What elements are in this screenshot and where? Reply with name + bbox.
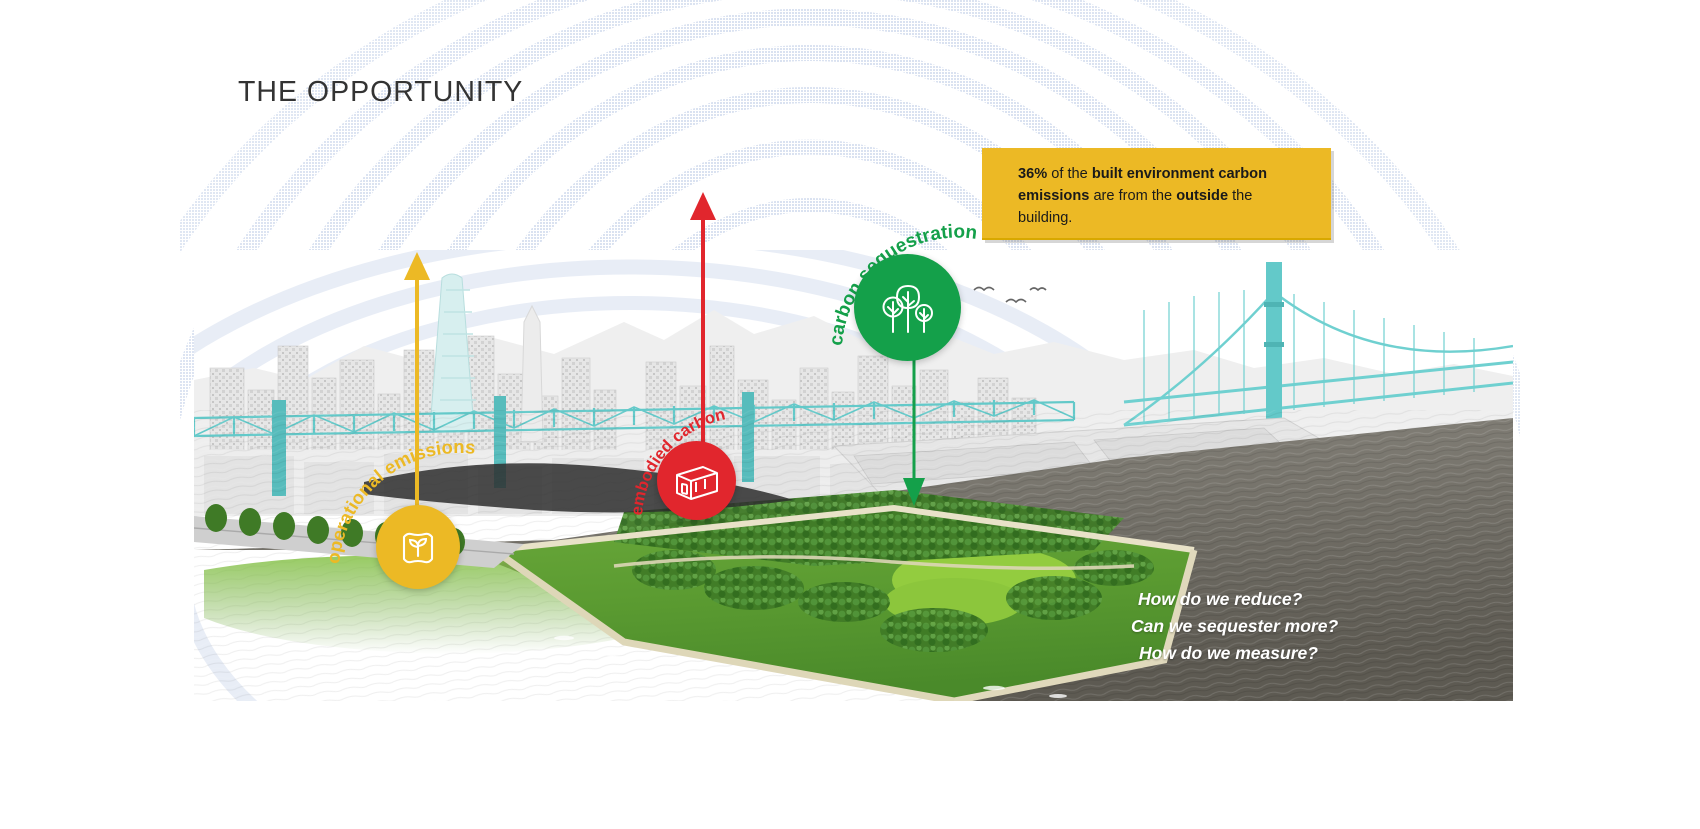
question-line-2: Can we sequester more? [1131,616,1339,636]
badge-operational-emissions[interactable]: operational emissions [322,250,560,620]
callout-seg-4: outside [1176,188,1229,204]
operational-emissions-arrow-icon [404,252,430,550]
page-title: THE OPPORTUNITY [238,76,524,108]
question-line-1: How do we reduce? [1138,589,1303,609]
callout-seg-2: built environment carbon emissions [1018,166,1267,204]
question-line-3: How do we measure? [1139,643,1318,663]
carbon-sequestration-badge-circle[interactable] [854,254,961,361]
carbon-sequestration-arrow-icon [903,336,925,506]
seedling-bag-icon [402,532,434,564]
statistic-callout-box: 36% of the built environment carbon emis… [982,148,1331,240]
trees-icon [882,284,933,333]
badge-embodied-carbon[interactable]: embodied carbon [600,190,820,530]
concrete-block-icon [675,465,718,500]
operational-emissions-badge-circle[interactable] [376,505,460,589]
callout-seg-3: are from the [1089,188,1177,204]
callout-seg-5: the building. [1018,188,1253,226]
badge-carbon-sequestration[interactable]: carbon sequestration [800,221,1080,520]
embodied-carbon-badge-circle[interactable] [657,441,736,520]
callout-text: 36% of the built environment carbon emis… [1018,163,1308,229]
callout-seg-1: of the [1047,166,1092,182]
embodied-carbon-arrow-icon [690,192,716,480]
callout-stat: 36% [1018,166,1048,182]
